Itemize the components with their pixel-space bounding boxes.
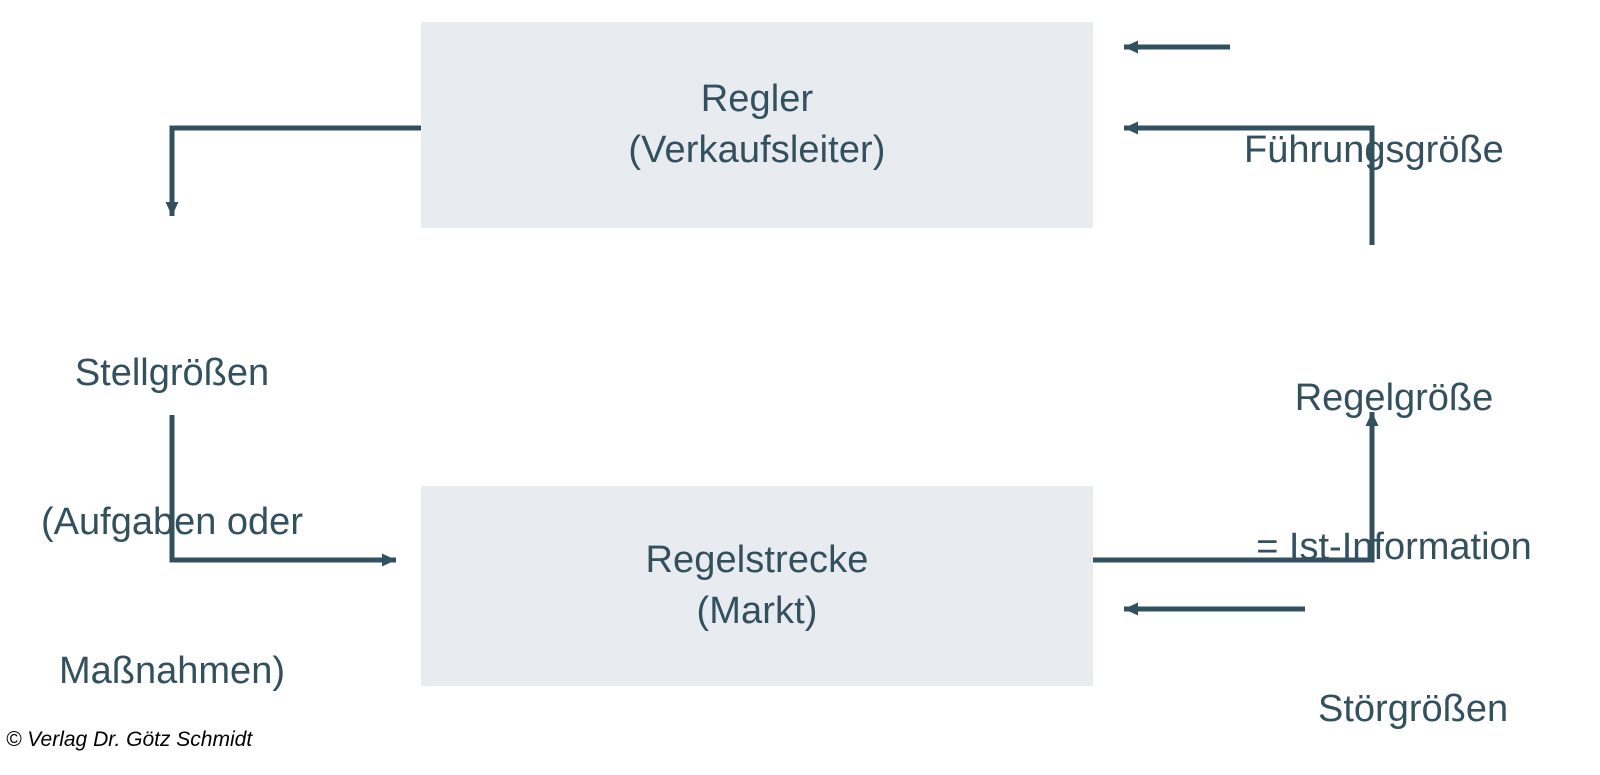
label-stoergroessen: Störgrößen (1318, 585, 1600, 775)
label-stellgroessen-line2: (Aufgaben oder (41, 500, 303, 543)
node-regelstrecke-line1: Regelstrecke (645, 539, 869, 582)
label-stellgroessen-line1: Stellgrößen (74, 351, 270, 394)
label-fuehrungsgroesse-line1: Führungsgröße (1244, 128, 1504, 171)
connector-stellgroessen-to-regelstrecke (169, 415, 396, 567)
label-regelgroesse: Regelgröße = Ist-Information (1188, 274, 1600, 672)
label-stellgroessen-line3: Maßnahmen) (59, 650, 285, 693)
label-regelgroesse-line2: = Ist-Information (1256, 525, 1532, 568)
node-regelstrecke[interactable]: Regelstrecke (Markt) (421, 486, 1093, 686)
connector-regelgroesse-to-regler (1124, 121, 1375, 245)
label-stoergroessen-line1: Störgrößen (1318, 687, 1509, 730)
label-stellgroessen: Stellgrößen (Aufgaben oder Maßnahmen) (0, 249, 344, 775)
label-regelgroesse-line1: Regelgröße (1294, 376, 1494, 419)
connector-regelstrecke-to-regelgroesse (1093, 412, 1379, 563)
connector-regler-to-stellgroessen (165, 125, 421, 216)
node-regler-line2: (Verkaufsleiter) (628, 129, 886, 171)
node-regelstrecke-line2: (Markt) (696, 590, 818, 632)
label-fuehrungsgroesse: Führungsgröße (1244, 26, 1600, 275)
node-regler[interactable]: Regler (Verkaufsleiter) (421, 22, 1093, 228)
copyright-notice: © Verlag Dr. Götz Schmidt (6, 728, 253, 751)
node-regler-line1: Regler (700, 78, 814, 121)
